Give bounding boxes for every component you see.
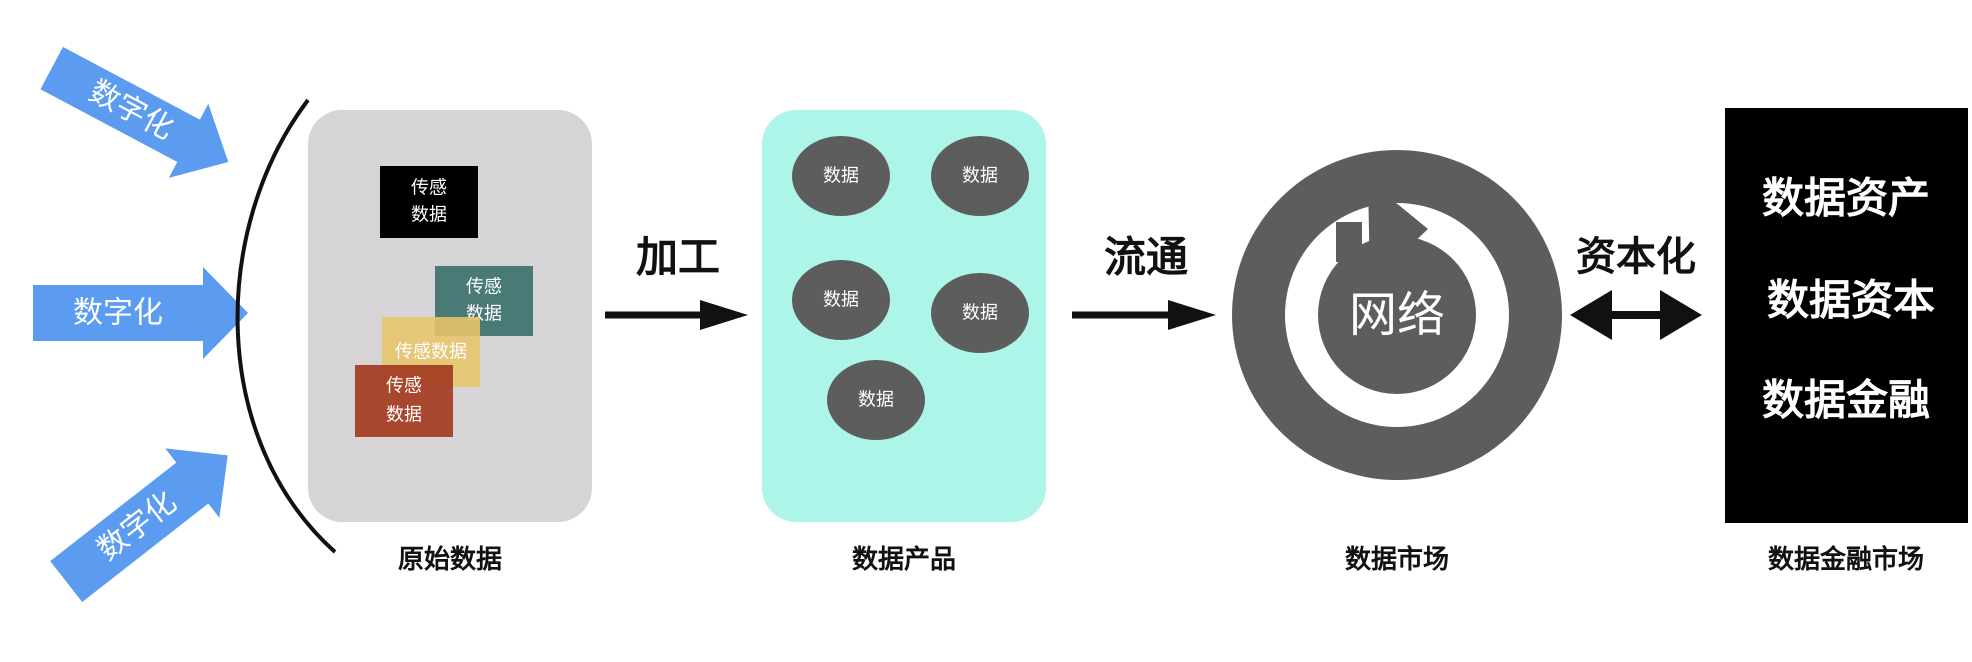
data-bubble: 数据: [931, 136, 1029, 216]
sensor-card-red: 传感 数据: [355, 365, 453, 437]
digitization-arrow-middle: 数字化: [33, 267, 248, 359]
cycle-arrow-icon: [1368, 180, 1428, 284]
data-bubble: 数据: [827, 360, 925, 440]
financial-market-caption: 数据金融市场: [1768, 544, 1924, 575]
data-bubble: 数据: [792, 136, 890, 216]
financial-market-panel: [1725, 108, 1968, 523]
data-bubble-label: 数据: [823, 290, 859, 311]
finance-item-finance: 数据金融: [1762, 376, 1930, 425]
data-bubble-label: 数据: [858, 390, 894, 411]
network-ring: 网络: [1232, 150, 1562, 480]
capitalization-arrow: 资本化: [1570, 234, 1702, 340]
sensor-card-black-line2: 数据: [411, 205, 447, 226]
digitization-arrow-bottom: 数字化: [50, 448, 228, 603]
finance-item-assets: 数据资产: [1762, 174, 1930, 223]
flow-arrow: 流通: [1072, 233, 1216, 330]
sensor-card-red-line2: 数据: [386, 405, 422, 426]
data-bubble-label: 数据: [962, 166, 998, 187]
network-label: 网络: [1349, 287, 1445, 343]
sensor-card-red-line1: 传感: [386, 376, 422, 397]
sensor-card-black-line1: 传感: [411, 178, 447, 199]
capitalization-label: 资本化: [1576, 234, 1696, 280]
finance-item-capital: 数据资本: [1767, 276, 1935, 325]
data-bubble-label: 数据: [823, 166, 859, 187]
sensor-card-yellow-text: 传感数据: [395, 342, 467, 363]
sensor-card-black: 传感 数据: [380, 166, 478, 238]
process-arrow: 加工: [605, 233, 748, 330]
flow-label: 流通: [1104, 233, 1188, 282]
digitization-label-middle: 数字化: [73, 296, 163, 331]
input-bracket-curve: [235, 98, 337, 554]
sensor-card-teal-line1: 传感: [466, 277, 502, 298]
data-bubble: 数据: [792, 260, 890, 340]
data-bubble-label: 数据: [962, 303, 998, 324]
data-products-caption: 数据产品: [852, 545, 956, 575]
data-bubble: 数据: [931, 273, 1029, 353]
data-market-caption: 数据市场: [1345, 544, 1449, 575]
digitization-arrow-top: 数字化: [40, 46, 229, 178]
process-label: 加工: [636, 233, 720, 282]
raw-data-caption: 原始数据: [398, 545, 502, 575]
